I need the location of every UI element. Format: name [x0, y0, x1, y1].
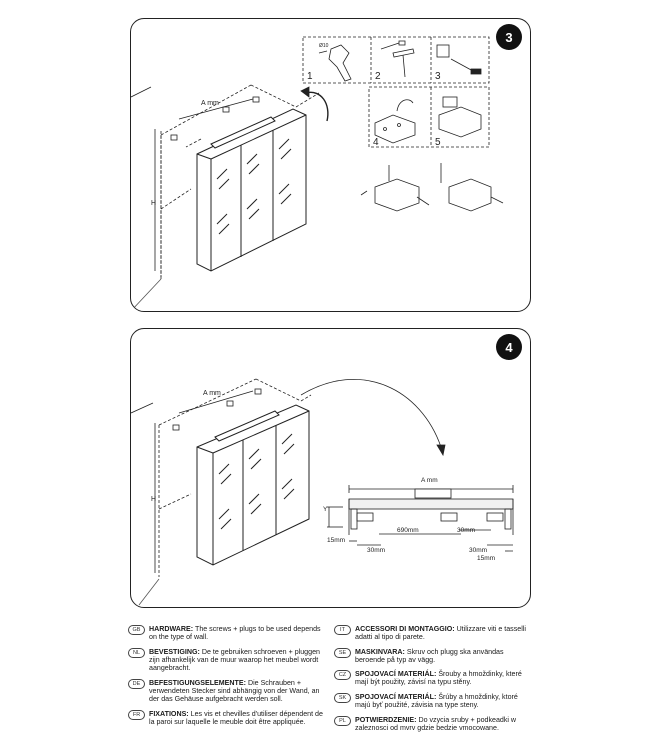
legend-text: Les vis et chevilles d'utiliser dépenden… — [149, 710, 323, 727]
adjust-detail-right-icon — [440, 163, 504, 212]
detail-y-label: Y — [323, 506, 328, 513]
legend-title: POTWIERDZENIE: — [355, 716, 417, 724]
dim-h-label: H — [151, 200, 156, 207]
curve-arrow-head — [300, 86, 310, 98]
legend-text: Šrouby a hmoždinky, které mají být použi… — [355, 670, 522, 687]
step-4-panel: 4 A mm H — [130, 328, 531, 608]
hardware-legend: GB HARDWARE: The screws + plugs to be us… — [128, 623, 528, 743]
language-code: DE — [128, 679, 145, 689]
wall-bracket-left — [172, 424, 180, 431]
step-4-illustration: A mm H — [131, 378, 514, 606]
detail-arrow-head — [436, 444, 446, 457]
detail-15-bottom-label: 15mm — [477, 555, 495, 562]
wall-bracket-right — [252, 96, 260, 103]
step-3-illustration: A mm H — [131, 36, 504, 311]
sub-step-1-label: 1 — [307, 71, 313, 82]
mounting-guides — [160, 84, 320, 277]
wall-bracket-right — [254, 388, 262, 395]
bracket-hook-icon — [374, 99, 416, 144]
legend-title: MASKINVARA: — [355, 648, 405, 656]
legend-text: Šrúby a hmoždinky, ktoré majú byť použit… — [355, 693, 518, 710]
language-code: IT — [334, 625, 351, 635]
mirror-cabinet — [196, 404, 310, 566]
mirror-cabinet — [196, 108, 307, 272]
language-code: PL — [334, 716, 351, 726]
language-code: FR — [128, 710, 145, 720]
legend-text: Utilizzare viti e tasselli adatti al tip… — [355, 625, 526, 642]
wall-bracket-mid — [222, 106, 230, 113]
language-code: GB — [128, 625, 145, 635]
sub-step-3-label: 3 — [435, 71, 441, 82]
step-4-badge: 4 — [496, 334, 522, 360]
top-view-detail — [327, 485, 514, 552]
floor-perspective-line — [131, 278, 162, 311]
wall-bracket-left — [170, 134, 178, 141]
step-3-badge: 3 — [496, 24, 522, 50]
detail-30-right-label: 30mm — [457, 527, 475, 534]
dim-a-label: A mm — [201, 100, 219, 107]
language-code: CZ — [334, 670, 351, 680]
curve-arrow — [305, 91, 329, 122]
legend-title: SPOJOVACÍ MATERIÁL: — [355, 670, 437, 678]
legend-text: Die Schrauben + verwendeten Stecker sind… — [149, 679, 320, 704]
legend-title: BEVESTIGING: — [149, 648, 200, 656]
plug-hammer-icon — [380, 40, 415, 78]
drill-size-label: Ø10 — [319, 43, 329, 49]
dim-a-line — [178, 390, 254, 414]
legend-title: HARDWARE: — [149, 625, 194, 633]
legend-text: De te gebruiken schroeven + pluggen zijn… — [149, 648, 320, 673]
legend-title: SPOJOVACÍ MATERIÁL: — [355, 693, 437, 701]
detail-690-label: 690mm — [397, 527, 419, 534]
mounting-guides — [158, 378, 312, 577]
wall-line — [131, 402, 154, 414]
dim-a-line — [178, 98, 254, 120]
detail-width-label: A mm — [421, 477, 438, 484]
step-3-panel: 3 A mm H — [130, 18, 531, 312]
legend-title: ACCESSORI DI MONTAGGIO: — [355, 625, 455, 633]
detail-15-left-label: 15mm — [327, 537, 345, 544]
drill-icon — [318, 44, 352, 82]
language-code: SE — [334, 648, 351, 658]
dim-a-label: A mm — [203, 390, 221, 397]
language-code: SK — [334, 693, 351, 703]
legend-text: The screws + plugs to be used depends on… — [149, 625, 321, 642]
adjust-detail-left-icon — [360, 165, 430, 212]
bracket-screw-icon — [436, 44, 482, 75]
sub-step-4-label: 4 — [373, 137, 379, 148]
wall-line — [131, 86, 152, 98]
detail-arrow — [300, 379, 442, 448]
legend-title: BEFESTIGUNGSELEMENTE: — [149, 679, 246, 687]
language-code: NL — [128, 648, 145, 658]
detail-30-left-label: 30mm — [367, 547, 385, 554]
legend-text: Skruv och plugg ska användas beroende på… — [355, 648, 504, 665]
dim-h-label: H — [151, 496, 156, 503]
wall-bracket-mid — [226, 400, 234, 407]
sub-step-frames — [302, 36, 490, 148]
sub-step-5-label: 5 — [435, 137, 441, 148]
floor-perspective-line — [138, 578, 160, 606]
sub-step-2-label: 2 — [375, 71, 381, 82]
legend-title: FIXATIONS: — [149, 710, 189, 718]
bracket-mounted-icon — [438, 96, 482, 138]
legend-text: Do vzycia sruby + podkeadki w zaleznosci… — [355, 716, 517, 733]
detail-30-bottom-label: 30mm — [469, 547, 487, 554]
